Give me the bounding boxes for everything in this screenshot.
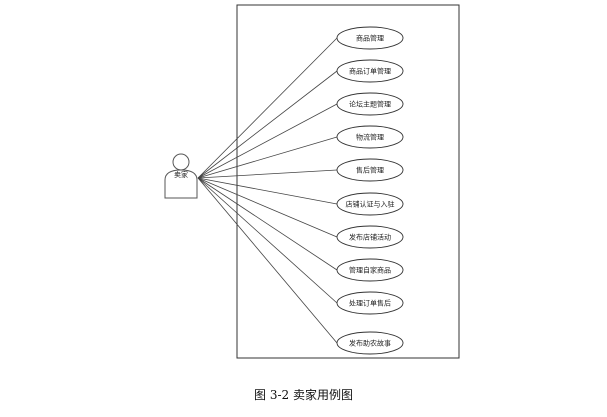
figure-caption: 图 3-2 卖家用例图 <box>254 388 353 402</box>
use-case-label: 商品订单管理 <box>349 67 391 76</box>
association-line <box>197 177 338 205</box>
association-line <box>197 37 338 179</box>
use-case-label: 物流管理 <box>356 133 384 142</box>
use-case: 发布店铺活动 <box>336 225 404 249</box>
use-case: 店铺认证与入驻 <box>336 192 404 216</box>
use-case-label: 售后管理 <box>356 166 384 175</box>
association-lines <box>197 37 338 344</box>
use-case-ellipse <box>336 92 404 116</box>
use-case: 发布助农故事 <box>336 331 404 355</box>
use-case-label: 商品管理 <box>356 34 384 43</box>
use-case-diagram: 卖家 商品管理商品订单管理论坛主题管理物流管理售后管理店铺认证与入驻发布店铺活动… <box>164 4 460 359</box>
use-case-label: 发布店铺活动 <box>349 233 391 242</box>
actor-body <box>164 169 198 199</box>
actor-head <box>172 153 190 171</box>
use-case-ellipse <box>336 26 404 50</box>
association-line <box>197 70 338 179</box>
association-line <box>197 177 338 271</box>
association-line <box>197 177 338 238</box>
use-case: 售后管理 <box>336 158 404 182</box>
association-line <box>197 177 338 344</box>
use-case-ellipse <box>336 59 404 83</box>
use-case-ellipse <box>336 291 404 315</box>
use-case-ellipse <box>336 125 404 149</box>
use-case: 商品订单管理 <box>336 59 404 83</box>
association-line <box>197 177 338 304</box>
use-case-label: 店铺认证与入驻 <box>346 200 395 209</box>
association-line <box>197 169 338 179</box>
use-case: 管理自家商品 <box>336 258 404 282</box>
use-case-ellipse <box>336 331 404 355</box>
actor-name: 卖家 <box>174 170 188 179</box>
use-case: 商品管理 <box>336 26 404 50</box>
use-case: 处理订单售后 <box>336 291 404 315</box>
use-case-label: 发布助农故事 <box>349 339 391 348</box>
use-case-ellipse <box>336 225 404 249</box>
use-case: 物流管理 <box>336 125 404 149</box>
association-line <box>197 136 338 179</box>
use-case-label: 论坛主题管理 <box>349 100 391 109</box>
use-case: 论坛主题管理 <box>336 92 404 116</box>
use-case-label: 管理自家商品 <box>349 266 391 275</box>
use-case-ellipse <box>336 158 404 182</box>
actor-seller: 卖家 <box>164 153 198 199</box>
system-boundary <box>236 4 460 359</box>
use-case-list: 商品管理商品订单管理论坛主题管理物流管理售后管理店铺认证与入驻发布店铺活动管理自… <box>336 26 404 355</box>
use-case-label: 处理订单售后 <box>349 299 391 308</box>
association-line <box>197 103 338 179</box>
use-case-ellipse <box>336 192 404 216</box>
use-case-ellipse <box>336 258 404 282</box>
